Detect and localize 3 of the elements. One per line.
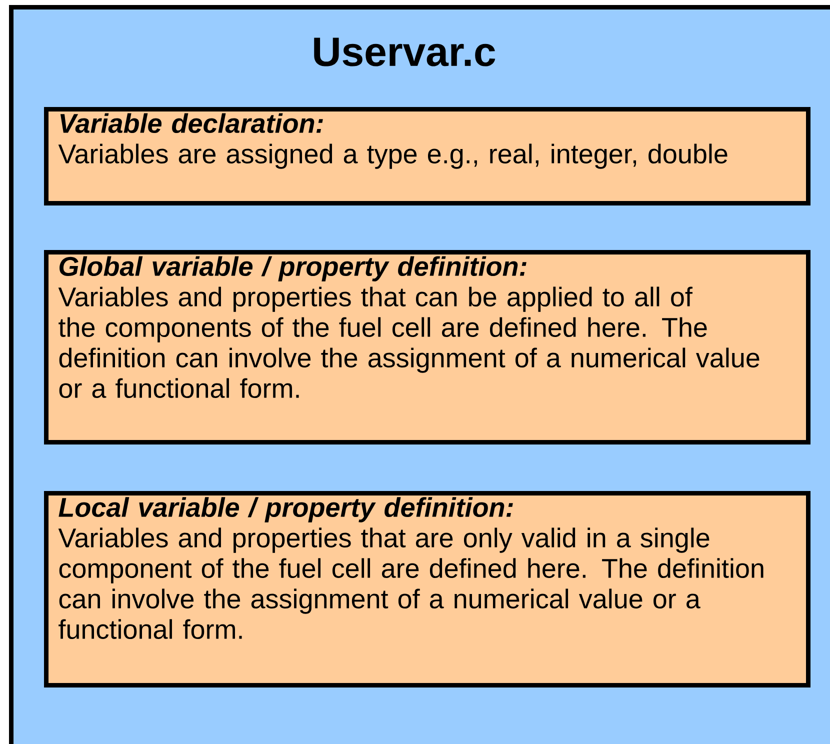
definition-box: Global variable / property definition: Variables and properties that can be applied to all of the components of the fuel cell are defined here. The definition can involve the assignment of a numerical value or a functional form. [44, 250, 810, 444]
definition-box: Variable declaration: Variables are assigned a type e.g., real, integer, double [44, 107, 810, 206]
definition-box: Local variable / property definition: Variables and properties that are only valid in a single component of the fuel cell are defined here. The definition can involve the assignment of a numerical value or a functional form. [44, 491, 810, 688]
